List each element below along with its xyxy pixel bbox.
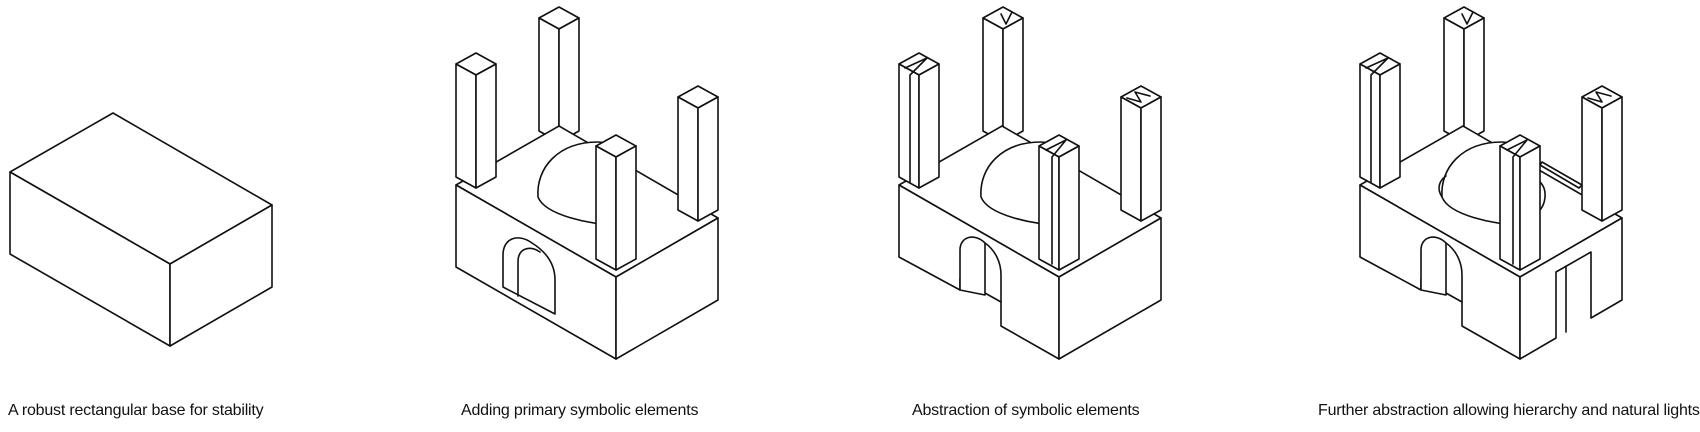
pillar-front xyxy=(595,134,637,271)
caption-stage-3: Abstraction of symbolic elements xyxy=(912,402,1140,419)
stage-1-base-box xyxy=(9,112,273,347)
split-door xyxy=(1420,236,1447,296)
pillar-front-split xyxy=(1038,134,1080,271)
split-door xyxy=(959,236,986,296)
pillar-right-split xyxy=(1120,85,1162,222)
arched-door xyxy=(502,237,556,315)
pillar-back-split xyxy=(982,6,1024,143)
pillar-back-split xyxy=(1443,6,1485,143)
stage-4-further-abstraction xyxy=(1359,6,1623,360)
stage-2-primary-elements xyxy=(455,6,719,360)
stage-3-abstraction xyxy=(898,6,1162,360)
caption-stage-4: Further abstraction allowing hierarchy a… xyxy=(1318,402,1700,419)
pillar-right-split xyxy=(1581,85,1623,222)
pillar-left xyxy=(455,52,497,189)
pillar-left-split xyxy=(1359,52,1401,189)
pillar-front-split xyxy=(1499,134,1541,271)
pillar-back xyxy=(538,6,580,143)
pillar-left-split xyxy=(898,52,940,189)
pillar-right xyxy=(677,85,719,222)
caption-stage-1: A robust rectangular base for stability xyxy=(8,402,264,419)
caption-stage-2: Adding primary symbolic elements xyxy=(461,402,699,419)
